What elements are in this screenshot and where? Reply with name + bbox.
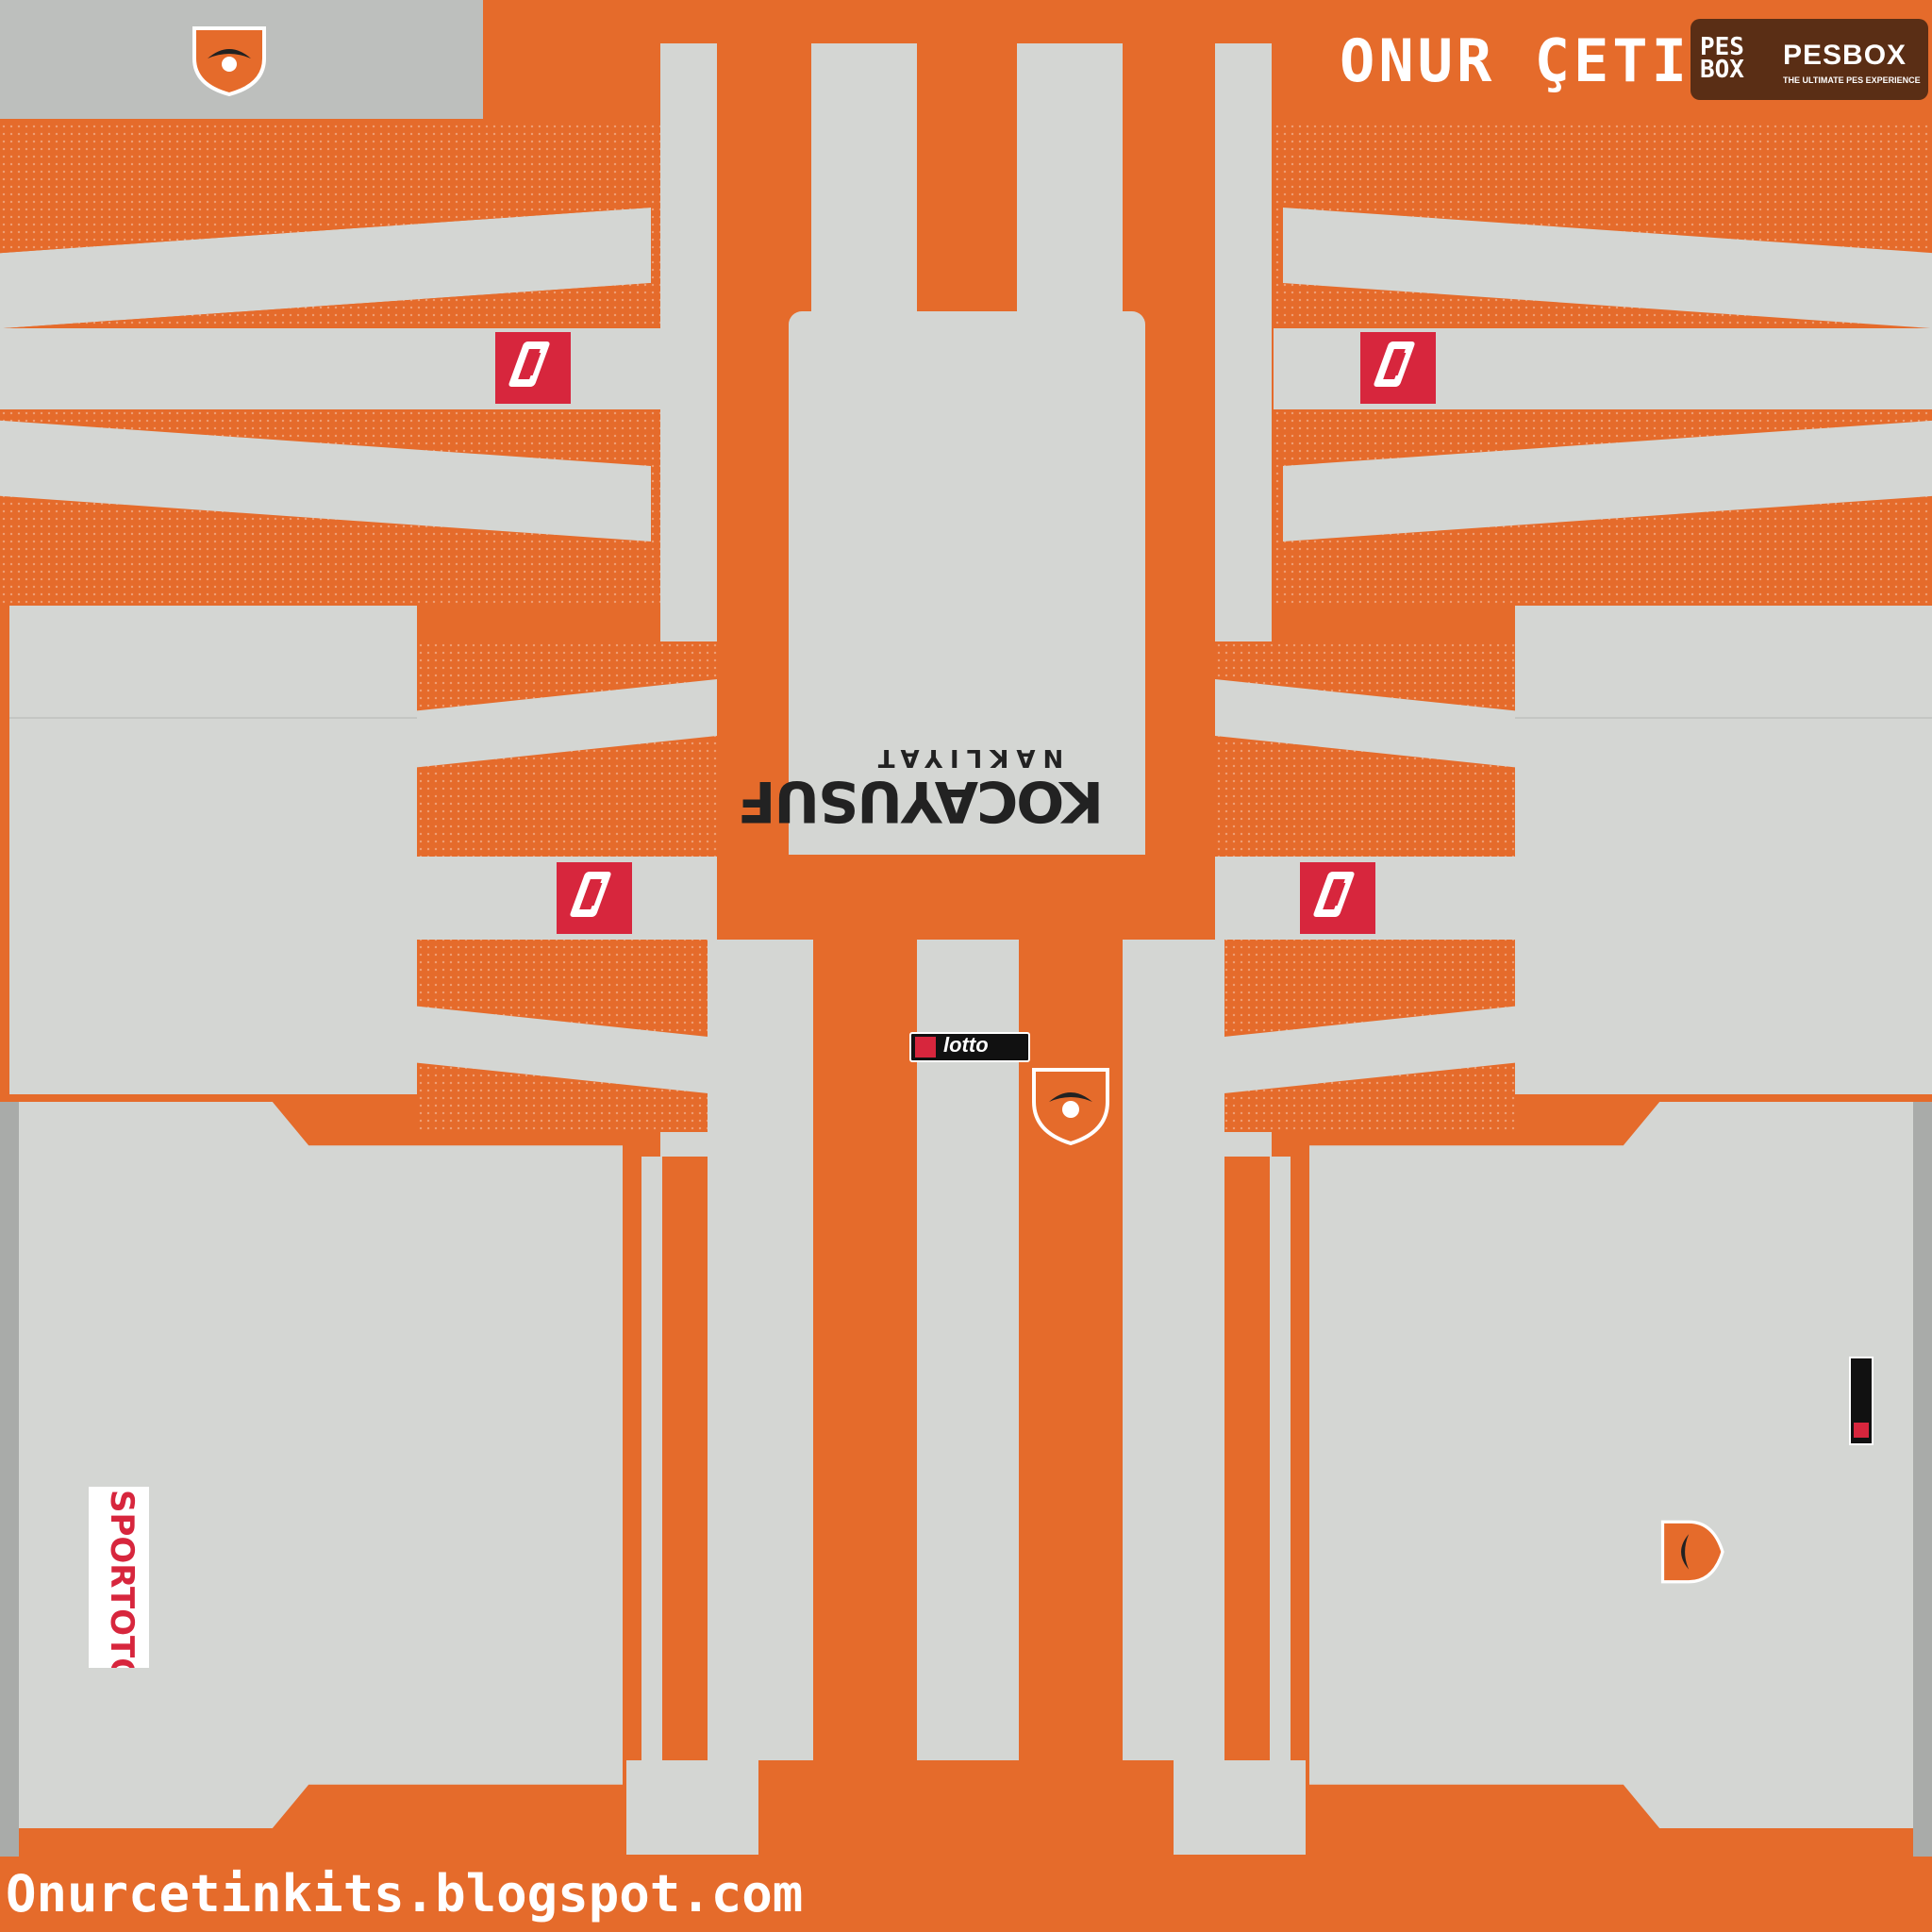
author-name: ONUR ÇETIN [1340, 26, 1730, 95]
shorts-right-edge [1913, 1102, 1932, 1857]
lotto-vertical-icon [1854, 1423, 1869, 1438]
pesbox-mark: PES BOX [1700, 33, 1744, 84]
pesbox-logo[interactable]: PES BOX PESBOX THE ULTIMATE PES EXPERIEN… [1690, 19, 1928, 100]
lower-stripe-5 [1270, 1157, 1291, 1760]
lotto-sleeve-icon-left-top [495, 332, 571, 404]
right-panel-mid-line [1515, 717, 1932, 719]
sportoto-sponsor: SPORTOTO [89, 1487, 149, 1668]
right-panel-mid [1515, 606, 1932, 1094]
shirt-stripe-v3 [1017, 43, 1123, 326]
left-panel-mid-line [9, 717, 417, 719]
lower-stripe-1 [641, 1157, 662, 1760]
lower-stripe-2 [708, 940, 813, 1760]
club-crest-shorts [1660, 1520, 1724, 1584]
main-sponsor: KOCAYUSUF NAKLIYAT [739, 736, 1104, 834]
sportoto-text: SPORTOTO [103, 1490, 141, 1668]
waist-band [717, 855, 1215, 940]
hem-block-right [1174, 1760, 1306, 1855]
shorts-right [1309, 1102, 1913, 1828]
sponsor-name: KOCAYUSUF [739, 768, 1104, 834]
lower-stripe-3 [917, 940, 1019, 1760]
lotto-sleeve-icon-left-bottom [557, 862, 632, 934]
shorts-left [19, 1102, 623, 1828]
club-crest-top [192, 26, 266, 96]
collar-panel [789, 311, 1145, 855]
left-panel-mid [9, 606, 417, 1094]
lower-stripe-4 [1123, 940, 1224, 1760]
shorts-left-edge [0, 1102, 19, 1857]
lotto-brand-logo: lotto [909, 1032, 1030, 1062]
lotto-vertical-logo [1849, 1357, 1874, 1445]
pesbox-tagline: THE ULTIMATE PES EXPERIENCE [1783, 75, 1921, 85]
shirt-stripe-v2 [811, 43, 917, 326]
pesbox-title: PESBOX [1783, 40, 1907, 71]
lotto-logo-icon [915, 1037, 936, 1058]
sponsor-subtitle: NAKLIYAT [870, 743, 1064, 772]
lotto-logo-text: lotto [943, 1033, 989, 1057]
hem-block-left [626, 1760, 758, 1855]
lotto-sleeve-icon-right-bottom [1300, 862, 1375, 934]
club-crest-chest [1032, 1068, 1109, 1145]
footer-url[interactable]: Onurcetinkits.blogspot.com [6, 1864, 804, 1924]
lotto-sleeve-icon-right-top [1360, 332, 1436, 404]
